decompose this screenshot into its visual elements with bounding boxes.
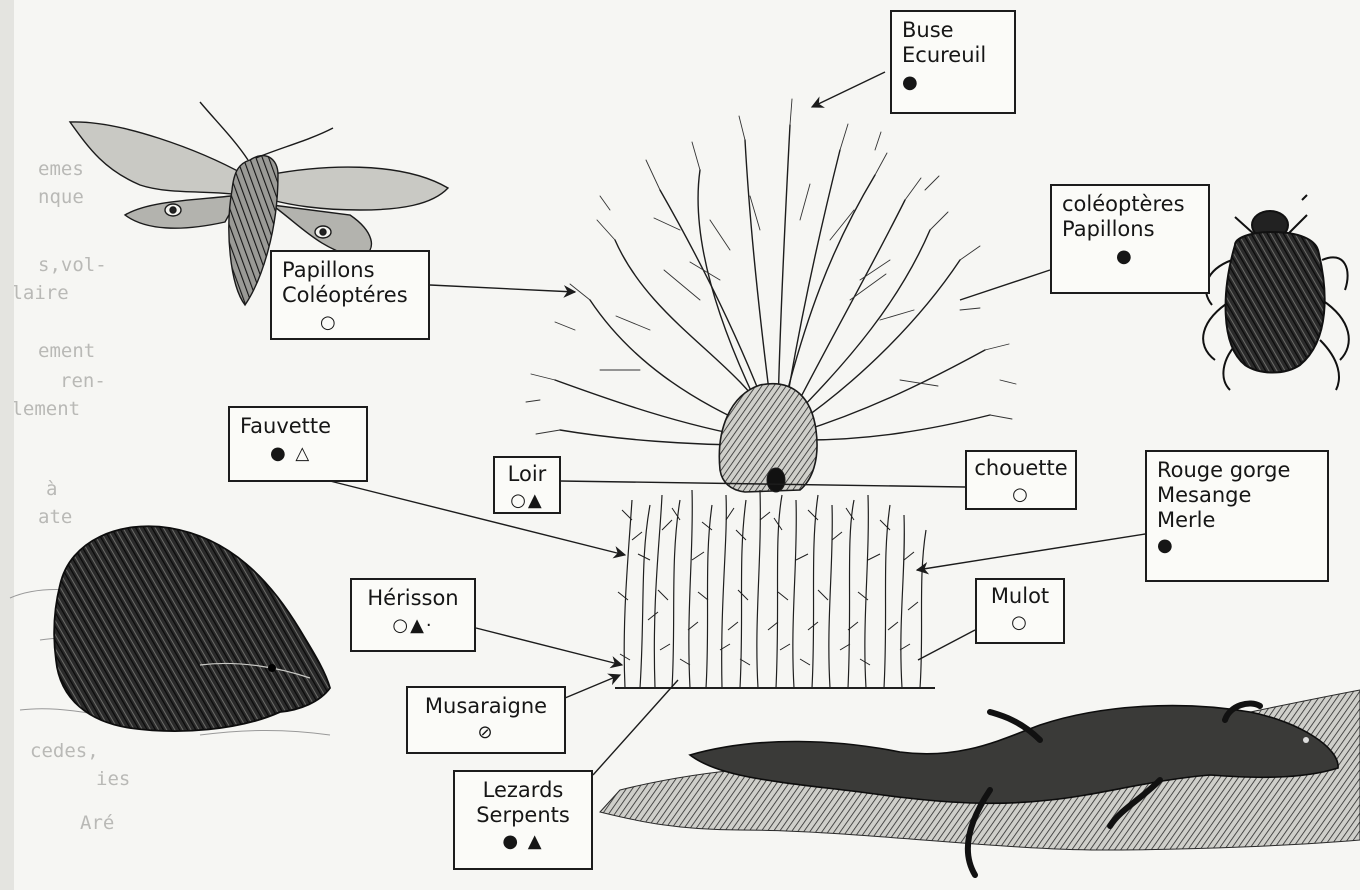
arrow-rouge-gorge-to-hedge [917, 534, 1145, 570]
habitat-symbol: ● [1157, 535, 1175, 556]
label-line: Rouge gorge [1157, 458, 1317, 483]
habitat-symbol: ● [1116, 246, 1134, 267]
label-line: Fauvette [240, 414, 356, 439]
pollard-tree-illustration [526, 99, 1016, 492]
label-coleopteres-papillons: coléoptères Papillons ● [1050, 184, 1210, 294]
label-herisson: Hérisson ○▲· [350, 578, 476, 652]
label-line: Mesange [1157, 483, 1317, 508]
line-lezards-to-hedge [593, 680, 678, 775]
line-coleopteres-to-tree [960, 270, 1050, 300]
arrow-musaraigne-to-hedge [565, 675, 620, 698]
label-line: Hérisson [362, 586, 464, 611]
habitat-symbol: ● ▲ [502, 831, 543, 852]
hedge-base-illustration [615, 490, 935, 688]
lizard-illustration [600, 690, 1360, 875]
line-mulot-to-hedge [918, 630, 975, 660]
arrow-herisson-to-hedge [476, 628, 622, 665]
habitat-symbol: ○ [1011, 612, 1029, 633]
label-line: Merle [1157, 508, 1317, 533]
label-buse-ecureuil: Buse Ecureuil ● [890, 10, 1016, 114]
label-line: Mulot [983, 584, 1057, 609]
arrow-papillons-to-tree [430, 285, 575, 292]
page-edge-shadow [0, 0, 14, 890]
label-rouge-gorge-mesange-merle: Rouge gorge Mesange Merle ● [1145, 450, 1329, 582]
label-line: Loir [499, 462, 555, 487]
habitat-symbol: ● [902, 72, 920, 93]
label-line: chouette [973, 456, 1069, 481]
habitat-symbol: ● △ [270, 443, 311, 464]
hedgehog-illustration [10, 526, 330, 735]
label-chouette: chouette ○ [965, 450, 1077, 510]
habitat-symbol: ○▲· [392, 615, 433, 636]
label-line: Lezards [465, 778, 581, 803]
label-line: Serpents [465, 803, 581, 828]
label-musaraigne: Musaraigne ⊘ [406, 686, 566, 754]
habitat-symbol: ○ [320, 312, 338, 333]
habitat-symbol: ○▲ [510, 490, 544, 511]
label-papillons-coleopteres: Papillons Coléoptéres ○ [270, 250, 430, 340]
label-line: Musaraigne [418, 694, 554, 719]
label-fauvette: Fauvette ● △ [228, 406, 368, 482]
label-line: Buse [902, 18, 1004, 43]
habitat-symbol: ⊘ [477, 722, 494, 743]
habitat-symbol: ○ [1012, 484, 1030, 505]
beetle-illustration [1203, 195, 1349, 390]
label-line: Papillons [282, 258, 418, 283]
label-line: Papillons [1062, 217, 1198, 242]
arrow-fauvette-to-hedge [330, 481, 625, 555]
label-line: Ecureuil [902, 43, 1004, 68]
arrow-buse-to-tree [812, 72, 885, 107]
label-line: coléoptères [1062, 192, 1198, 217]
label-loir: Loir ○▲ [493, 456, 561, 514]
label-mulot: Mulot ○ [975, 578, 1065, 644]
label-lezards-serpents: Lezards Serpents ● ▲ [453, 770, 593, 870]
label-line: Coléoptéres [282, 283, 418, 308]
